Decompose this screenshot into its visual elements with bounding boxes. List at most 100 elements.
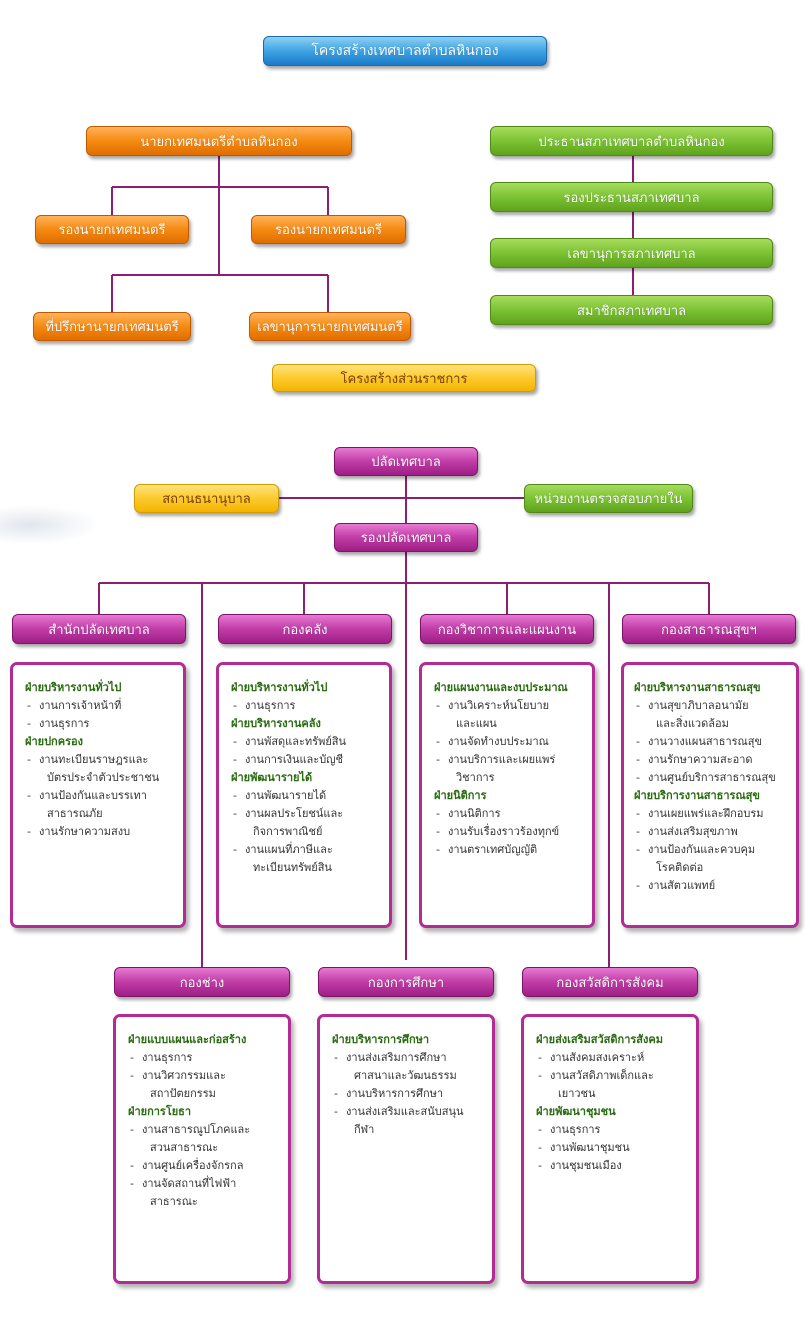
task-item: งานธุรการ [25,715,183,733]
task-list: ฝ่ายบริหารการศึกษางานส่งเสริมการศึกษาศาส… [332,1031,492,1139]
division-card-finance: ฝ่ายบริหารงานทั่วไปงานธุรการฝ่ายบริหารงา… [216,662,392,928]
task-item: งานพัสดุและทรัพย์สิน [231,733,389,751]
task-item: งานป้องกันและควบคุม [634,841,796,859]
task-item: งานส่งเสริมการศึกษา [332,1049,492,1067]
task-list: ฝ่ายแผนงานและงบประมาณงานวิเคราะห์นโยบายแ… [434,679,592,859]
section-heading: ฝ่ายพัฒนาชุมชน [536,1105,616,1118]
task-item: บัตรประจำตัวประชาชน [47,771,160,784]
council-vice-chair-box: รองประธานสภาเทศบาล [490,182,773,212]
division-title-engineering: กองช่าง [114,967,290,997]
task-item: งานรับเรื่องราวร้องทุกข์ [434,823,592,841]
task-item: งานนิติการ [434,805,592,823]
mayor-secretary-box: เลขานุการนายกเทศมนตรี [249,312,411,341]
deputy-mayor-box-1: รองนายกเทศมนตรี [35,215,189,244]
task-list: ฝ่ายส่งเสริมสวัสดิการสังคมงานสังคมสงเครา… [536,1031,696,1175]
division-card-clerk-office: ฝ่ายบริหารงานทั่วไปงานการเจ้าหน้าที่งานธ… [10,662,186,928]
division-title-clerk-office: สำนักปลัดเทศบาล [12,614,186,644]
mayor-advisor-box: ที่ปรึกษานายกเทศมนตรี [33,312,191,341]
section-heading: ฝ่ายแบบแผนและก่อสร้าง [128,1033,247,1046]
task-item: งานตราเทศบัญญัติ [434,841,592,859]
muni-structure-header: โครงสร้างเทศบาลตำบลหินกอง [263,36,547,66]
division-title-social-welfare: กองสวัสดิการสังคม [522,967,698,997]
task-item: สาธารณะ [150,1195,198,1208]
task-list: ฝ่ายบริหารงานทั่วไปงานธุรการฝ่ายบริหารงา… [231,679,389,877]
task-item: งานการเงินและบัญชี [231,751,389,769]
task-item: สวนสาธารณะ [150,1141,219,1154]
task-item: งานชุมชนเมือง [536,1157,696,1175]
task-item: สถาปัตยกรรม [150,1087,216,1100]
task-list: ฝ่ายบริหารงานทั่วไปงานการเจ้าหน้าที่งานธ… [25,679,183,841]
task-item: งานพัฒนาชุมชน [536,1139,696,1157]
section-heading: ฝ่ายปกครอง [25,735,83,748]
task-item: งานวิเคราะห์นโยบาย [434,697,592,715]
admin-structure-header: โครงสร้างส่วนราชการ [272,364,536,392]
mayor-box: นายกเทศมนตรีตำบลหินกอง [86,126,352,156]
section-heading: ฝ่ายบริการงานสาธารณสุข [634,789,760,802]
division-card-social-welfare: ฝ่ายส่งเสริมสวัสดิการสังคมงานสังคมสงเครา… [521,1014,699,1284]
task-item: งานการเจ้าหน้าที่ [25,697,183,715]
task-item: ศาสนาและวัฒนธรรม [354,1069,457,1082]
task-item: งานสุขาภิบาลอนามัย [634,697,796,715]
section-heading: ฝ่ายบริหารงานสาธารณสุข [634,681,761,694]
task-item: งานรักษาความสงบ [25,823,183,841]
task-item: งานจัดทำงบประมาณ [434,733,592,751]
task-item: งานธุรการ [128,1049,288,1067]
task-list: ฝ่ายแบบแผนและก่อสร้างงานธุรการงานวิศวกรร… [128,1031,288,1211]
task-item: งานรักษาความสะอาด [634,751,796,769]
task-item: งานส่งเสริมและสนับสนุน [332,1103,492,1121]
division-title-finance: กองคลัง [218,614,392,644]
section-heading: ฝ่ายนิติการ [434,789,487,802]
task-item: งานทะเบียนราษฎรและ [25,751,183,769]
deputy-clerk-box: รองปลัดเทศบาล [334,523,478,552]
section-heading: ฝ่ายบริหารการศึกษา [332,1033,430,1046]
task-list: ฝ่ายบริหารงานสาธารณสุขงานสุขาภิบาลอนามัย… [634,679,796,895]
council-chair-box: ประธานสภาเทศบาลตำบลหินกอง [490,126,773,156]
task-item: งานพัฒนารายได้ [231,787,389,805]
task-item: และแผน [456,717,497,730]
task-item: งานสาธารณูปโภคและ [128,1121,288,1139]
council-secretary-box: เลขานุการสภาเทศบาล [490,238,773,268]
task-item: งานสัตวแพทย์ [634,877,796,895]
division-card-public-health: ฝ่ายบริหารงานสาธารณสุขงานสุขาภิบาลอนามัย… [621,662,799,928]
task-item: งานวิศวกรรมและ [128,1067,288,1085]
task-item: งานศูนย์บริการสาธารณสุข [634,769,796,787]
division-title-planning: กองวิชาการและแผนงาน [420,614,594,644]
deputy-mayor-box-2: รองนายกเทศมนตรี [251,215,406,244]
section-heading: ฝ่ายบริหารงานทั่วไป [231,681,328,694]
section-heading: ฝ่ายส่งเสริมสวัสดิการสังคม [536,1033,663,1046]
task-item: งานสังคมสงเคราะห์ [536,1049,696,1067]
internal-audit-box: หน่วยงานตรวจสอบภายใน [524,484,693,513]
task-item: วิชาการ [456,771,495,784]
section-heading: ฝ่ายบริหารงานคลัง [231,717,321,730]
task-item: งานบริหารการศึกษา [332,1085,492,1103]
task-item: งานแผนที่ภาษีและ [231,841,389,859]
task-item: งานวางแผนสาธารณสุข [634,733,796,751]
task-item: งานสวัสดิภาพเด็กและ [536,1067,696,1085]
division-title-public-health: กองสาธารณสุขฯ [622,614,796,644]
division-title-education: กองการศึกษา [318,967,494,997]
task-item: และสิ่งแวดล้อม [656,717,729,730]
pawnshop-box: สถานธนานุบาล [134,484,279,513]
task-item: โรคติดต่อ [656,861,704,874]
task-item: สาธารณภัย [47,807,103,820]
task-item: งานจัดสถานที่ไฟฟ้า [128,1175,288,1193]
task-item: งานเผยแพร่และฝึกอบรม [634,805,796,823]
task-item: งานธุรการ [231,697,389,715]
task-item: กีฬา [354,1123,375,1136]
section-heading: ฝ่ายบริหารงานทั่วไป [25,681,122,694]
division-card-education: ฝ่ายบริหารการศึกษางานส่งเสริมการศึกษาศาส… [317,1014,495,1284]
council-members-box: สมาชิกสภาเทศบาล [490,295,773,325]
task-item: กิจการพาณิชย์ [253,825,323,838]
task-item: งานธุรการ [536,1121,696,1139]
task-item: ทะเบียนทรัพย์สิน [253,861,332,874]
task-item: งานส่งเสริมสุขภาพ [634,823,796,841]
task-item: งานศูนย์เครื่องจักรกล [128,1157,288,1175]
section-heading: ฝ่ายพัฒนารายได้ [231,771,313,784]
division-card-planning: ฝ่ายแผนงานและงบประมาณงานวิเคราะห์นโยบายแ… [419,662,595,928]
section-heading: ฝ่ายการโยธา [128,1105,192,1118]
division-card-engineering: ฝ่ายแบบแผนและก่อสร้างงานธุรการงานวิศวกรร… [113,1014,291,1284]
task-item: เยาวชน [558,1087,596,1100]
task-item: งานผลประโยชน์และ [231,805,389,823]
municipal-clerk-box: ปลัดเทศบาล [334,447,478,476]
